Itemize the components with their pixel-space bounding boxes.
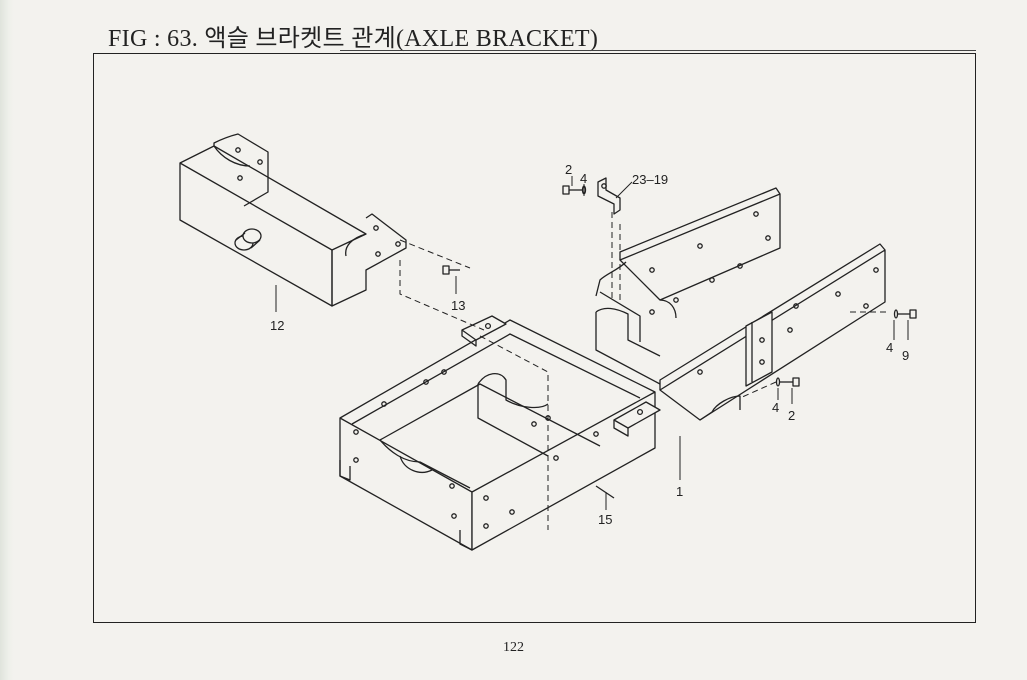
figure-frame [93,53,976,623]
callout-2-upper: 2 [565,162,572,177]
fasteners [442,177,917,499]
leader-lines [275,176,909,510]
callout-2-lower: 2 [788,408,795,423]
callout-1: 1 [676,484,683,499]
axle-bracket-part-12 [179,133,407,307]
scan-edge [0,0,14,680]
callout-23-19: 23–19 [632,172,668,187]
callout-12: 12 [270,318,284,333]
callout-4-upper: 4 [580,171,587,186]
page-number: 122 [503,640,524,655]
page-title: FIG : 63. 액슬 브라켓트 관계(AXLE BRACKET) [108,26,599,52]
callout-labels: 12 13 2 4 23–19 4 9 4 2 1 15 [270,162,909,527]
callout-15: 15 [598,512,612,527]
callout-4-right: 4 [886,340,893,355]
title-underline [340,50,976,51]
assembly-lines [399,212,886,530]
callout-9: 9 [902,348,909,363]
callout-13: 13 [451,298,465,313]
callout-4-lower: 4 [772,400,779,415]
main-frame-part-1 [339,187,886,551]
